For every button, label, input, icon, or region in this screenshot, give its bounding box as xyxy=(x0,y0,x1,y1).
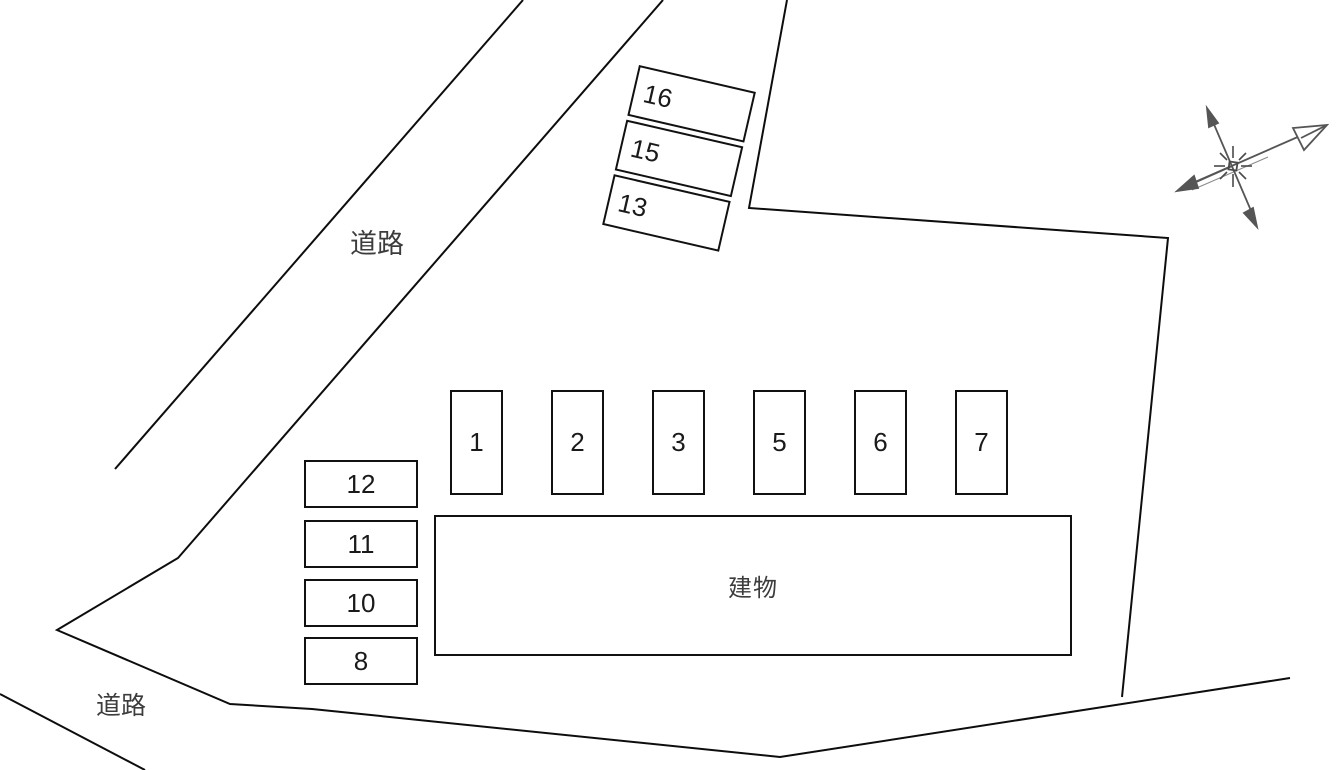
road-left-edge-line xyxy=(114,0,524,470)
parking-space-label: 15 xyxy=(628,132,663,169)
compass-rose-icon xyxy=(1174,104,1330,230)
parking-space-5: 5 xyxy=(753,390,806,495)
parking-space-label: 11 xyxy=(347,528,375,559)
parking-space-label: 7 xyxy=(974,427,989,457)
parking-space-1: 1 xyxy=(450,390,503,495)
parking-space-12: 12 xyxy=(304,460,418,508)
parking-space-label: 13 xyxy=(615,186,651,223)
parking-space-7: 7 xyxy=(955,390,1008,495)
parking-space-6: 6 xyxy=(854,390,907,495)
parking-space-8: 8 xyxy=(304,637,418,685)
parking-space-label: 2 xyxy=(570,427,585,457)
lower-road-edge-line xyxy=(0,693,146,770)
parking-space-3: 3 xyxy=(652,390,705,495)
building-outline: 建物 xyxy=(434,515,1072,656)
road-right-edge-and-south-boundary-line xyxy=(54,0,1291,759)
parking-space-label: 3 xyxy=(671,427,686,457)
parking-space-label: 16 xyxy=(640,77,676,114)
parking-space-11: 11 xyxy=(304,520,418,568)
parking-space-label: 5 xyxy=(772,427,787,457)
road-label-upper: 道路 xyxy=(350,229,404,259)
parking-space-label: 10 xyxy=(346,587,376,618)
parking-space-2: 2 xyxy=(551,390,604,495)
north-east-boundary-line xyxy=(747,0,1170,698)
parking-space-10: 10 xyxy=(304,579,418,627)
parking-space-label: 12 xyxy=(346,468,376,499)
parking-space-label: 6 xyxy=(873,427,888,457)
parking-space-label: 1 xyxy=(469,427,484,457)
building-label: 建物 xyxy=(728,575,778,602)
parking-space-label: 8 xyxy=(353,645,369,676)
road-label-lower: 道路 xyxy=(96,692,147,720)
